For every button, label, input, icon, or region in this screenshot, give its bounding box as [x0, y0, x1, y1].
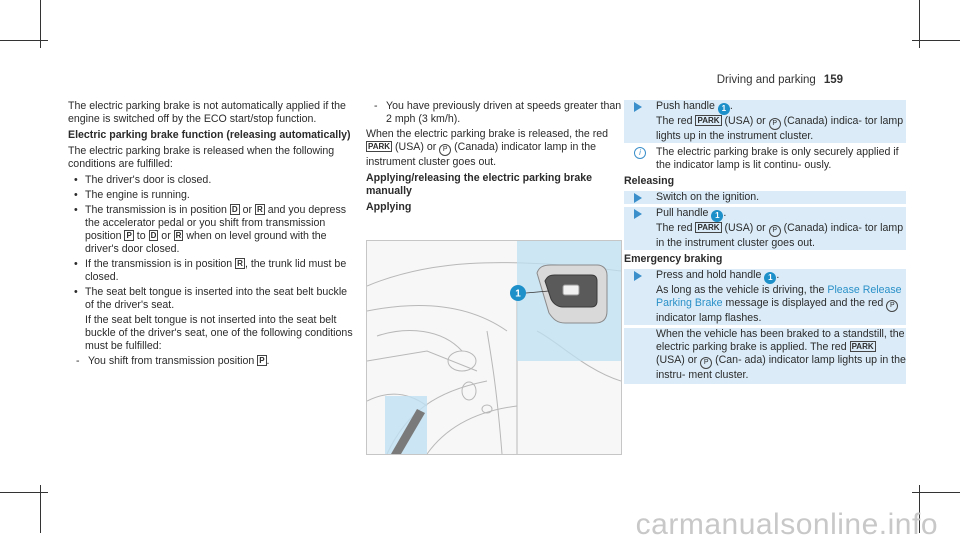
callout-number: 1 — [515, 289, 521, 300]
brake-indicator-symbol: P — [768, 225, 781, 237]
intro-paragraph: The electric parking brake is not automa… — [68, 100, 346, 125]
section-heading: Electric parking brake function (releasi… — [68, 129, 351, 141]
dash-item: -You have previously driven at speeds gr… — [374, 100, 622, 125]
brake-indicator-symbol: P — [768, 118, 781, 130]
park-indicator-symbol: PARK — [366, 141, 393, 152]
section-title: Driving and parking — [716, 74, 816, 86]
gear-p-symbol: P — [257, 355, 267, 366]
crop-mark — [919, 485, 920, 533]
parking-brake-illustration: 1 — [366, 240, 622, 455]
gear-d-symbol: D — [148, 230, 159, 241]
release-paragraph: When the electric parking brake is relea… — [366, 128, 609, 168]
list-item: The engine is running. — [68, 189, 358, 202]
arrow-icon — [634, 102, 642, 112]
note: i The electric parking brake is only sec… — [624, 146, 906, 172]
seat-belt-paragraph: If the seat belt tongue is not inserted … — [85, 314, 353, 352]
dash-item: -You shift from transmission position P. — [76, 355, 270, 367]
list-item: The driver's door is closed. — [68, 174, 358, 187]
conditions-intro: The electric parking brake is released w… — [68, 145, 335, 170]
dashboard-drawing: 1 — [367, 241, 621, 454]
instruction-step: Push handle 1. The red PARK (USA) or P (… — [624, 100, 906, 143]
list-item: The transmission is in position D or R a… — [68, 204, 358, 256]
instruction-step: Press and hold handle 1. As long as the … — [624, 269, 906, 325]
column-2: -You have previously driven at speeds gr… — [366, 100, 624, 217]
callout-number: 1 — [764, 272, 777, 284]
instruction-continuation: When the vehicle has been braked to a st… — [624, 328, 906, 384]
sub-heading: Releasing — [624, 175, 675, 187]
column-3: Push handle 1. The red PARK (USA) or P (… — [624, 100, 906, 384]
park-indicator-symbol: PARK — [695, 222, 722, 233]
crop-mark — [40, 485, 41, 533]
info-icon: i — [634, 147, 646, 159]
crop-mark — [40, 0, 41, 48]
page-number: 159 — [823, 74, 843, 86]
gear-d-symbol: D — [229, 204, 240, 215]
section-heading: Applying/releasing the electric parking … — [366, 172, 593, 197]
crop-mark — [0, 40, 48, 41]
park-indicator-symbol: PARK — [849, 341, 876, 352]
gear-p-symbol: P — [124, 230, 134, 241]
running-header: Driving and parking 159 — [717, 74, 843, 87]
park-indicator-symbol: PARK — [695, 115, 722, 126]
arrow-icon — [634, 271, 642, 281]
display-message: Please Release Parking Brake — [656, 284, 902, 309]
gear-r-symbol: R — [235, 258, 245, 269]
crop-mark — [0, 492, 48, 493]
crop-mark — [912, 40, 960, 41]
sub-heading: Emergency braking — [624, 253, 723, 265]
brake-indicator-symbol: P — [700, 357, 713, 369]
arrow-icon — [634, 193, 642, 203]
watermark: carmanualsonline.info — [635, 508, 938, 541]
sub-heading: Applying — [366, 201, 412, 213]
arrow-icon — [634, 209, 642, 219]
list-item: The seat belt tongue is inserted into th… — [68, 286, 358, 312]
list-item: If the transmission is in position R, th… — [68, 258, 358, 284]
callout-number: 1 — [711, 210, 724, 222]
crop-mark — [919, 0, 920, 48]
callout-number: 1 — [717, 103, 730, 115]
gear-r-symbol: R — [254, 204, 265, 215]
instruction-step: Pull handle 1. The red PARK (USA) or P (… — [624, 207, 906, 250]
crop-mark — [912, 492, 960, 493]
instruction-step: Switch on the ignition. — [624, 191, 906, 204]
brake-indicator-symbol: P — [439, 144, 452, 156]
gear-r-symbol: R — [173, 230, 184, 241]
column-1: The electric parking brake is not automa… — [68, 100, 358, 370]
brake-indicator-symbol: P — [886, 300, 899, 312]
